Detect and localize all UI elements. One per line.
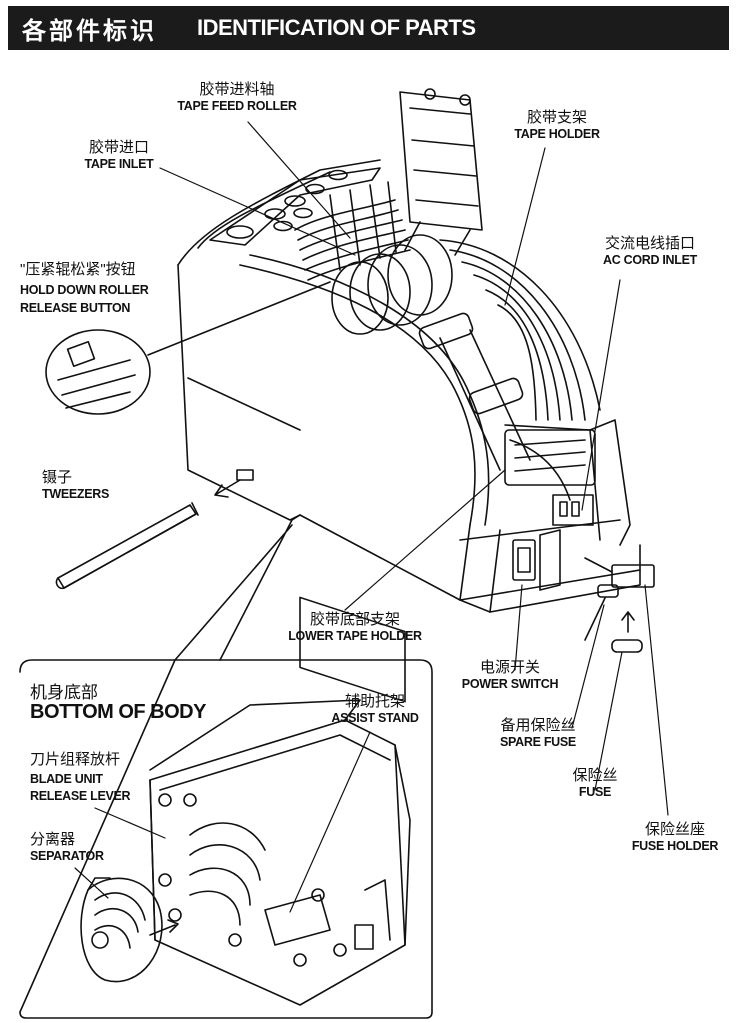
label-separator: 分离器 SEPARATOR	[30, 831, 104, 863]
machine-body	[177, 88, 641, 703]
inset-frame	[19, 514, 433, 1019]
label-tape-inlet: 胶带进口 TAPE INLET	[84, 139, 154, 171]
hold-down-detail	[45, 281, 331, 415]
inset-title-en: BOTTOM OF BODY	[30, 701, 206, 723]
inset-title-cn: 机身底部	[30, 683, 98, 702]
label-fuse-holder: 保险丝座 FUSE HOLDER	[631, 821, 719, 853]
title-bar: 各部件标识 IDENTIFICATION OF PARTS	[8, 6, 729, 50]
label-hold-down-roller: "压紧辊松紧"按钮 HOLD DOWN ROLLER RELEASE BUTTO…	[20, 261, 149, 315]
label-tape-feed-roller: 胶带进料轴 TAPE FEED ROLLER	[177, 81, 297, 113]
label-blade-unit: 刀片组释放杆 BLADE UNIT RELEASE LEVER	[30, 751, 131, 803]
label-ac-cord-inlet: 交流电线插口 AC CORD INLET	[602, 235, 697, 267]
label-power-switch: 电源开关 POWER SWITCH	[461, 659, 559, 691]
label-lower-tape-holder: 胶带底部支架 LOWER TAPE HOLDER	[288, 611, 422, 643]
inset-drawing	[80, 699, 411, 1006]
label-tape-holder: 胶带支架 TAPE HOLDER	[514, 109, 600, 141]
title-en: IDENTIFICATION OF PARTS	[197, 15, 476, 40]
label-spare-fuse: 备用保险丝 SPARE FUSE	[500, 717, 576, 749]
leader-lines	[74, 121, 669, 913]
label-tweezers: 镊子 TWEEZERS	[42, 469, 110, 501]
title-cn: 各部件标识	[22, 17, 157, 45]
label-assist-stand: 辅助托架 ASSIST STAND	[331, 693, 419, 725]
label-fuse: 保险丝 FUSE	[572, 767, 618, 799]
tweezers-drawing	[55, 479, 241, 590]
fuse-assembly	[584, 557, 655, 653]
